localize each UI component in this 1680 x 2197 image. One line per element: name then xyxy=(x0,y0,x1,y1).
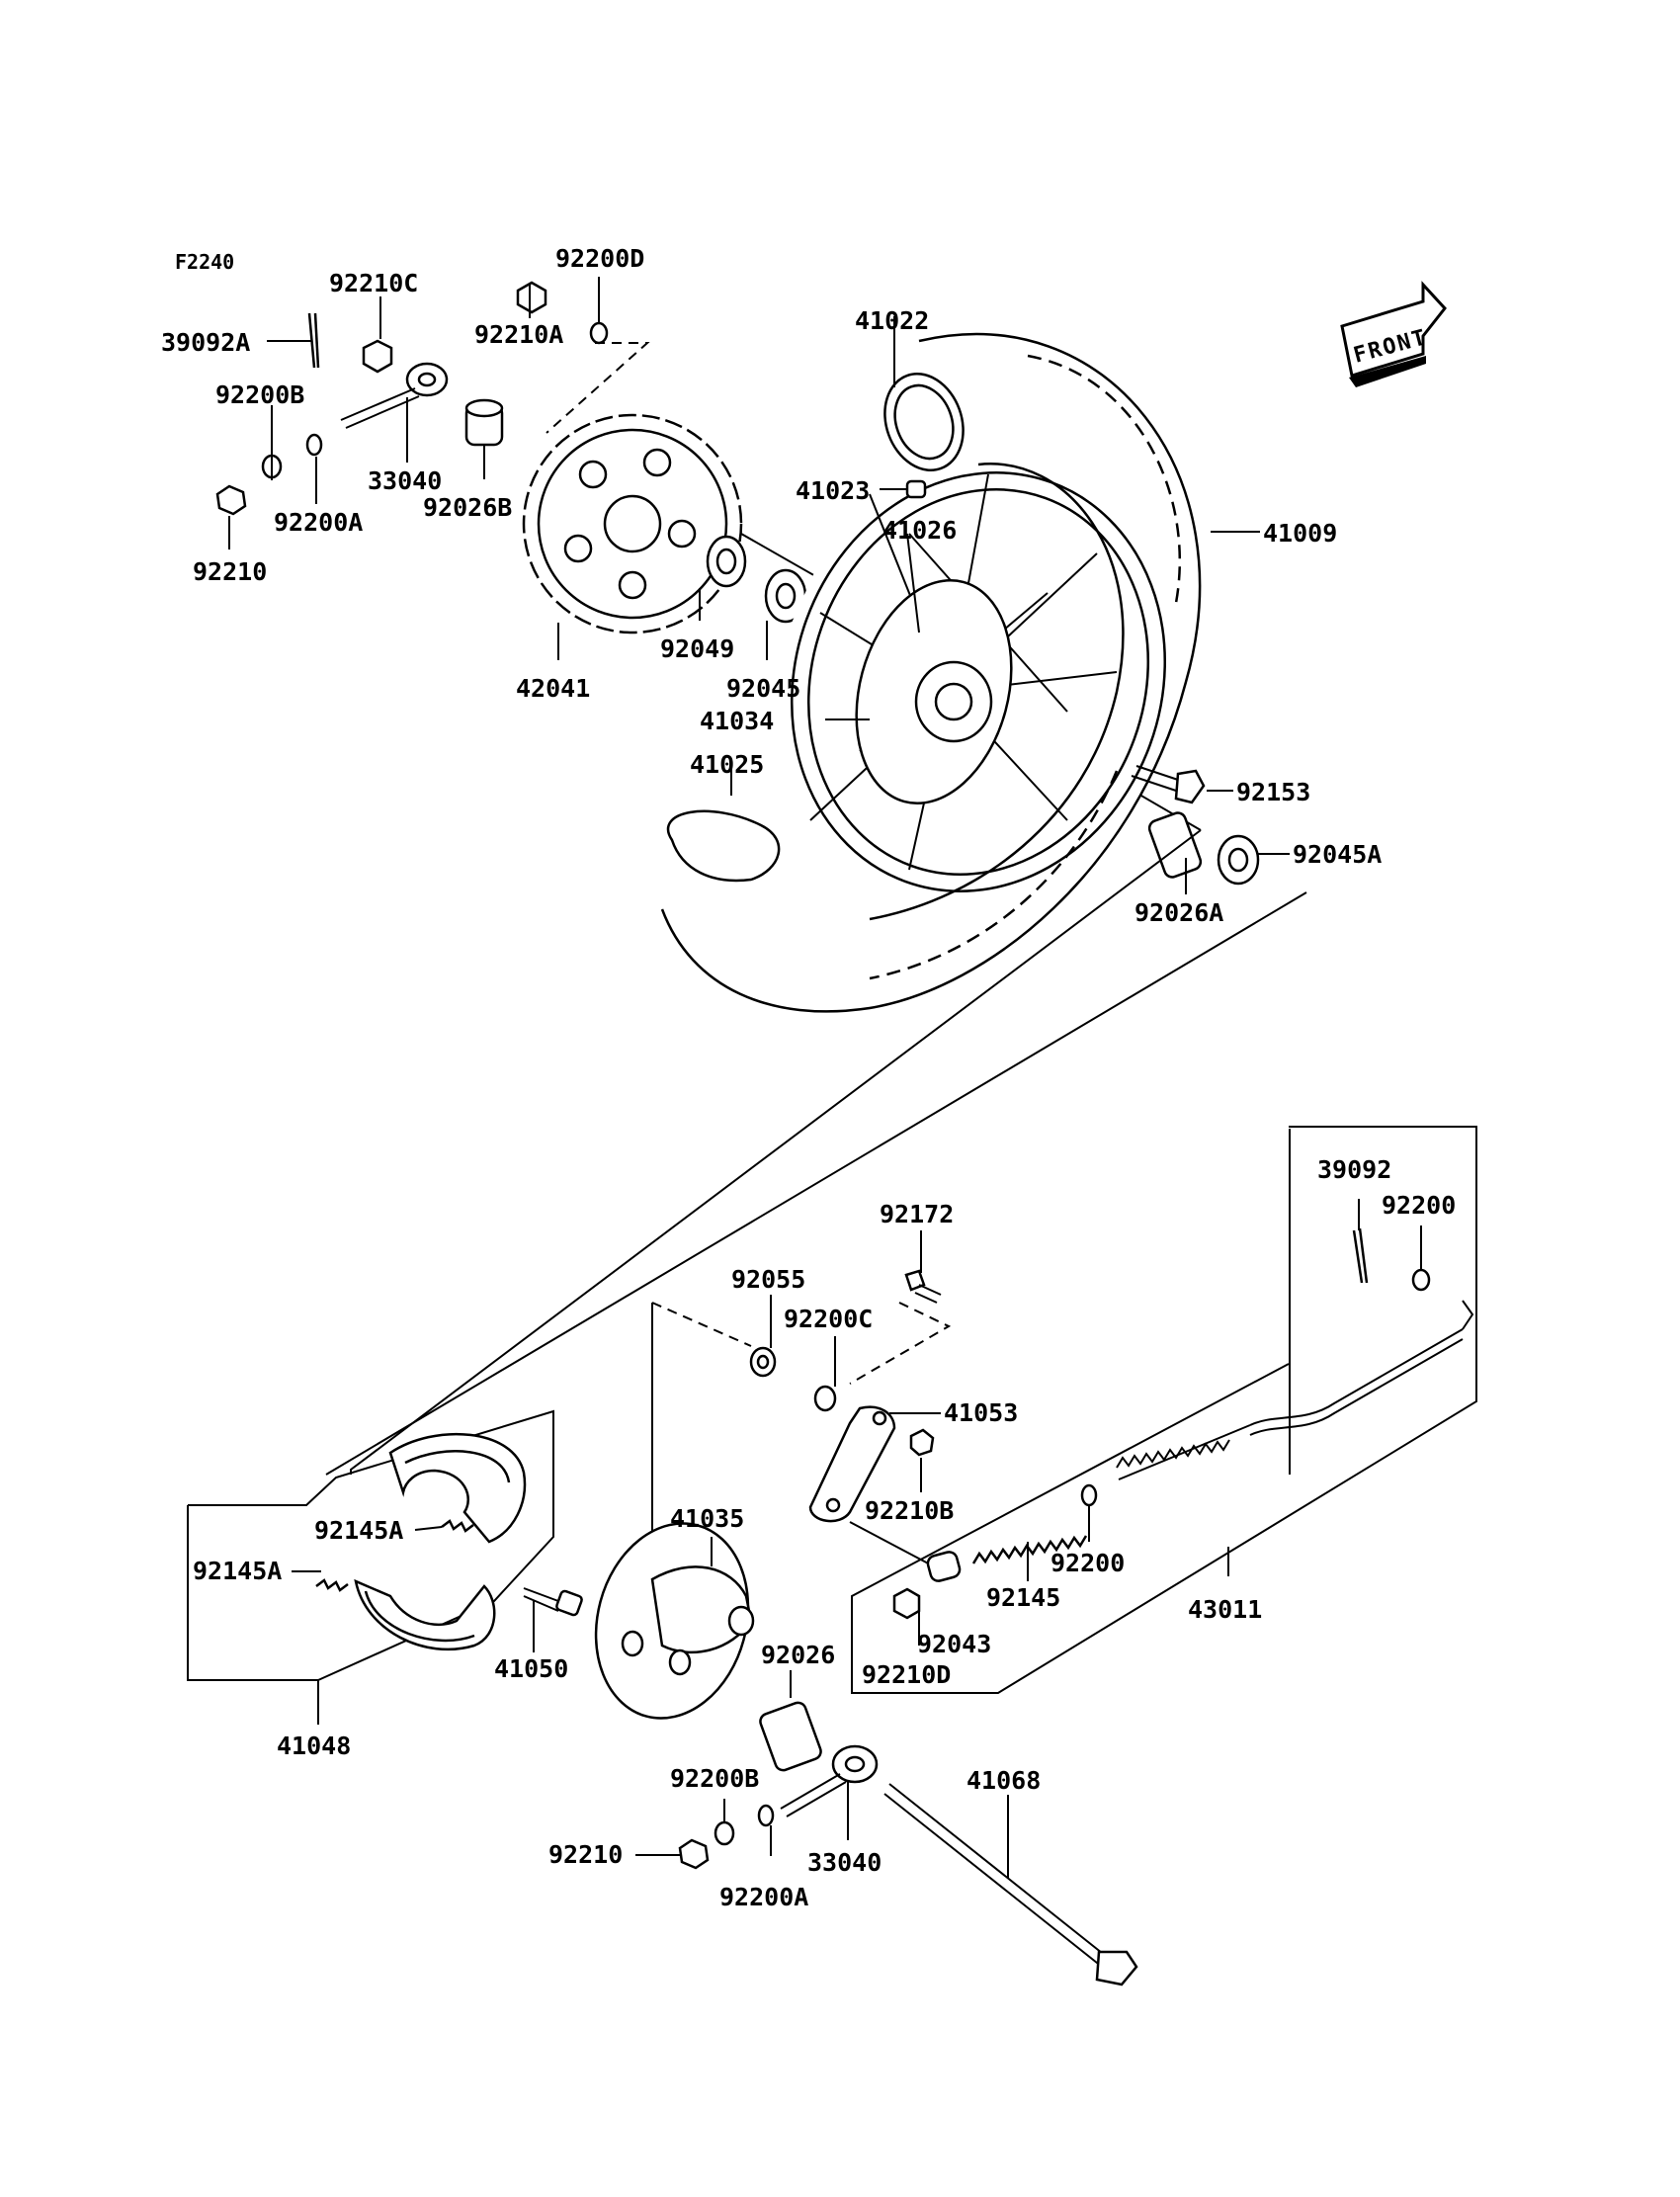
part-number: 92200B xyxy=(670,1764,759,1793)
spring-92145A-upper xyxy=(441,1519,474,1533)
bearing-92045A xyxy=(1217,834,1260,886)
front-arrow-badge: FRONT xyxy=(1340,281,1447,387)
bracket-43011 xyxy=(851,1126,1477,1694)
part-number: 92210B xyxy=(865,1496,954,1525)
part-number: 92045 xyxy=(726,674,800,703)
part-number: 41022 xyxy=(855,306,929,335)
guide-line xyxy=(651,1302,752,1347)
nut-92210-top xyxy=(215,484,247,516)
spring-92145A-lower xyxy=(315,1578,349,1592)
nut-92210D xyxy=(892,1587,921,1620)
part-number: 39092A xyxy=(161,328,250,357)
washer-92200-mid xyxy=(1080,1483,1098,1507)
castle-nut-92210C xyxy=(362,339,393,374)
guide-line xyxy=(325,891,1307,1476)
part-number: 92200 xyxy=(1382,1191,1456,1220)
guide-line xyxy=(546,342,650,434)
joint-92043 xyxy=(926,1551,962,1582)
chain-adjuster-33040-bottom xyxy=(780,1744,879,1817)
part-number: 92200 xyxy=(1050,1549,1125,1577)
guide-line xyxy=(849,1521,935,1567)
part-number: 41048 xyxy=(277,1732,351,1760)
part-number: 92210D xyxy=(862,1660,951,1689)
part-number: 92049 xyxy=(660,634,734,663)
washer-92200B-bottom xyxy=(714,1820,735,1846)
figure-code: F2240 xyxy=(175,250,234,274)
part-number: 92200B xyxy=(215,380,304,409)
part-number: 92172 xyxy=(880,1200,954,1228)
callout-labels: 92200D 92210C 39092A 92210A 92200B 33040… xyxy=(161,244,1456,1911)
part-number: 41050 xyxy=(494,1654,568,1683)
part-number: 92153 xyxy=(1236,778,1310,806)
brake-shoe-lower xyxy=(354,1578,496,1650)
part-number: 92210 xyxy=(548,1840,623,1869)
oil-seal-92049 xyxy=(706,535,747,588)
part-number: 92210 xyxy=(193,557,267,586)
part-number: 43011 xyxy=(1188,1595,1262,1624)
part-number: 92200C xyxy=(784,1305,873,1333)
part-number: 92026B xyxy=(423,493,512,522)
rim-41025 xyxy=(666,471,1167,892)
part-number: 92200D xyxy=(555,244,644,273)
brake-shoe-upper xyxy=(388,1432,527,1544)
part-number: 41023 xyxy=(796,476,870,505)
part-number: 92200A xyxy=(719,1883,808,1911)
spring-92145 xyxy=(971,1535,1088,1564)
washer-92200A-top xyxy=(305,433,323,457)
guide-line xyxy=(849,1302,952,1385)
part-number: 92145A xyxy=(314,1516,403,1545)
brake-panel-41035 xyxy=(594,1522,755,1720)
washer-92200D xyxy=(589,321,609,345)
rim-band-41023 xyxy=(905,479,927,499)
part-number: 41009 xyxy=(1263,519,1337,548)
part-number: 41034 xyxy=(700,707,774,735)
part-number: 41025 xyxy=(690,750,764,779)
washer-92200C xyxy=(813,1385,837,1412)
bracket-41048 xyxy=(187,1505,318,1681)
part-number: 41026 xyxy=(882,516,957,545)
brake-cam-41050 xyxy=(523,1587,583,1617)
part-number: 33040 xyxy=(368,466,442,495)
part-number: 41053 xyxy=(944,1398,1018,1427)
bracket-41048 xyxy=(188,1409,554,1681)
part-number: 41068 xyxy=(966,1766,1041,1795)
collar-92026B xyxy=(464,398,504,447)
part-number: 42041 xyxy=(516,674,590,703)
washer-92200-right xyxy=(1411,1268,1431,1292)
part-number: 92026A xyxy=(1134,898,1223,927)
part-number: 92043 xyxy=(917,1630,991,1658)
bolt-92153 xyxy=(1131,765,1206,804)
part-number: 41035 xyxy=(670,1504,744,1533)
part-number: 92055 xyxy=(731,1265,805,1294)
hub-41034 xyxy=(855,578,1013,805)
cotter-pin-39092 xyxy=(1352,1227,1369,1284)
part-number: 92026 xyxy=(761,1641,835,1669)
brake-rod-43011 xyxy=(1116,1300,1474,1480)
nut-92210-bottom xyxy=(678,1838,710,1870)
collar-92026 xyxy=(759,1701,822,1772)
bolt-92172 xyxy=(904,1269,942,1304)
axle-41068 xyxy=(883,1783,1138,1986)
cotter-pin-39092A xyxy=(307,312,320,369)
part-number: 92145A xyxy=(193,1557,282,1585)
nut-92210B xyxy=(909,1428,935,1457)
part-number: 92210A xyxy=(474,320,563,349)
part-number: 92200A xyxy=(274,508,363,537)
part-number: 39092 xyxy=(1317,1155,1391,1184)
part-number: 92045A xyxy=(1293,840,1382,869)
part-number: 33040 xyxy=(807,1848,882,1877)
part-number: 92145 xyxy=(986,1583,1060,1612)
leader-lines-top xyxy=(228,277,1290,894)
leader-lines-bottom xyxy=(292,1199,1422,1878)
brake-arm-41053 xyxy=(808,1405,896,1523)
tube-41022 xyxy=(883,373,965,471)
chain-adjuster-33040-top xyxy=(340,362,449,429)
washer-92200A-bottom xyxy=(757,1804,775,1827)
washer-92055 xyxy=(749,1346,777,1378)
collar-92026A xyxy=(1147,811,1203,879)
nut-92210A xyxy=(516,281,547,314)
sprocket-42041 xyxy=(522,413,743,634)
part-number: 92210C xyxy=(329,269,418,297)
